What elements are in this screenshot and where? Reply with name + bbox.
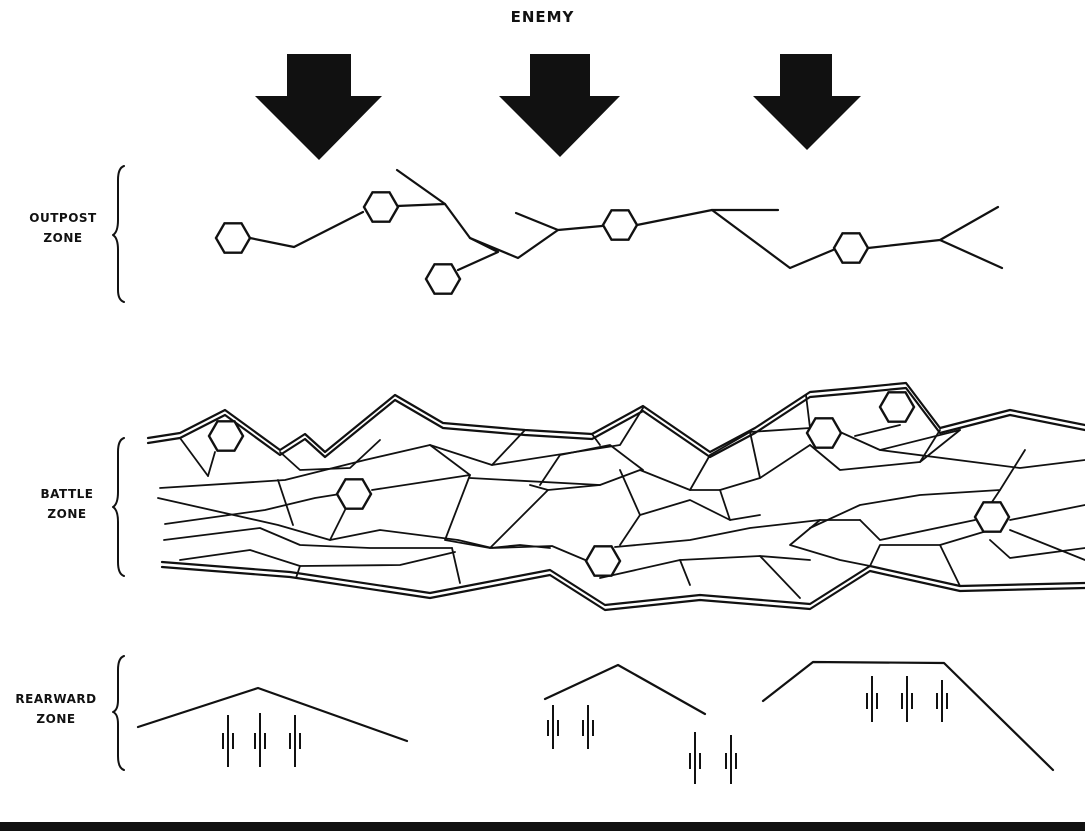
- reserve-unit-symbol: [289, 715, 301, 767]
- enemy-arrow-center: [499, 54, 620, 157]
- rearward-zone-label: REARWARD ZONE: [8, 689, 104, 729]
- outpost-zone-label-line2: ZONE: [43, 231, 83, 245]
- battle-position-hexagon: [805, 417, 843, 449]
- outpost-position-hexagon: [362, 191, 400, 223]
- reserve-unit-symbol: [866, 676, 878, 722]
- battle-position-hexagon: [878, 391, 916, 423]
- reserve-unit-symbol: [689, 732, 701, 784]
- battle-zone-label-line2: ZONE: [47, 507, 87, 521]
- rearward-zone-lines: [136, 660, 1055, 772]
- outpost-zone-bracket: [112, 165, 125, 303]
- battle-zone-label: BATTLE ZONE: [22, 484, 112, 524]
- reserve-unit-symbols: [222, 676, 948, 784]
- outpost-zone-lines: [248, 168, 1004, 272]
- rearward-zone-label-line2: ZONE: [36, 712, 76, 726]
- reserve-unit-symbol: [582, 705, 594, 749]
- outpost-zone-label-line1: OUTPOST: [29, 211, 97, 225]
- enemy-title: ENEMY: [510, 8, 575, 26]
- outpost-position-hexagon: [832, 232, 870, 264]
- reserve-unit-symbol: [254, 713, 266, 767]
- reserve-unit-symbol: [901, 676, 913, 722]
- outpost-zone-label: OUTPOST ZONE: [18, 208, 108, 248]
- enemy-arrow-left: [255, 54, 382, 160]
- reserve-unit-symbol: [222, 715, 234, 767]
- position-hexagons: [207, 191, 1011, 577]
- outpost-position-hexagon: [214, 222, 252, 254]
- battle-position-hexagon: [207, 420, 245, 452]
- battle-zone-bracket: [112, 437, 125, 577]
- battle-position-hexagon: [335, 478, 373, 510]
- rearward-zone-bracket: [112, 655, 125, 771]
- enemy-arrows: [255, 54, 861, 160]
- battle-position-hexagon: [973, 501, 1011, 533]
- outpost-position-hexagon: [601, 209, 639, 241]
- battle-zone-label-line1: BATTLE: [40, 487, 94, 501]
- enemy-arrow-right: [753, 54, 861, 150]
- battle-zone-rear-edge: [160, 560, 1085, 612]
- reserve-unit-symbol: [936, 680, 948, 722]
- rearward-zone-label-line1: REARWARD: [15, 692, 97, 706]
- battle-position-hexagon: [584, 545, 622, 577]
- outpost-position-hexagon: [424, 263, 462, 295]
- bottom-border-bar: [0, 822, 1085, 831]
- battle-zone-network: [157, 394, 1085, 599]
- reserve-unit-symbol: [547, 705, 559, 749]
- reserve-unit-symbol: [725, 735, 737, 784]
